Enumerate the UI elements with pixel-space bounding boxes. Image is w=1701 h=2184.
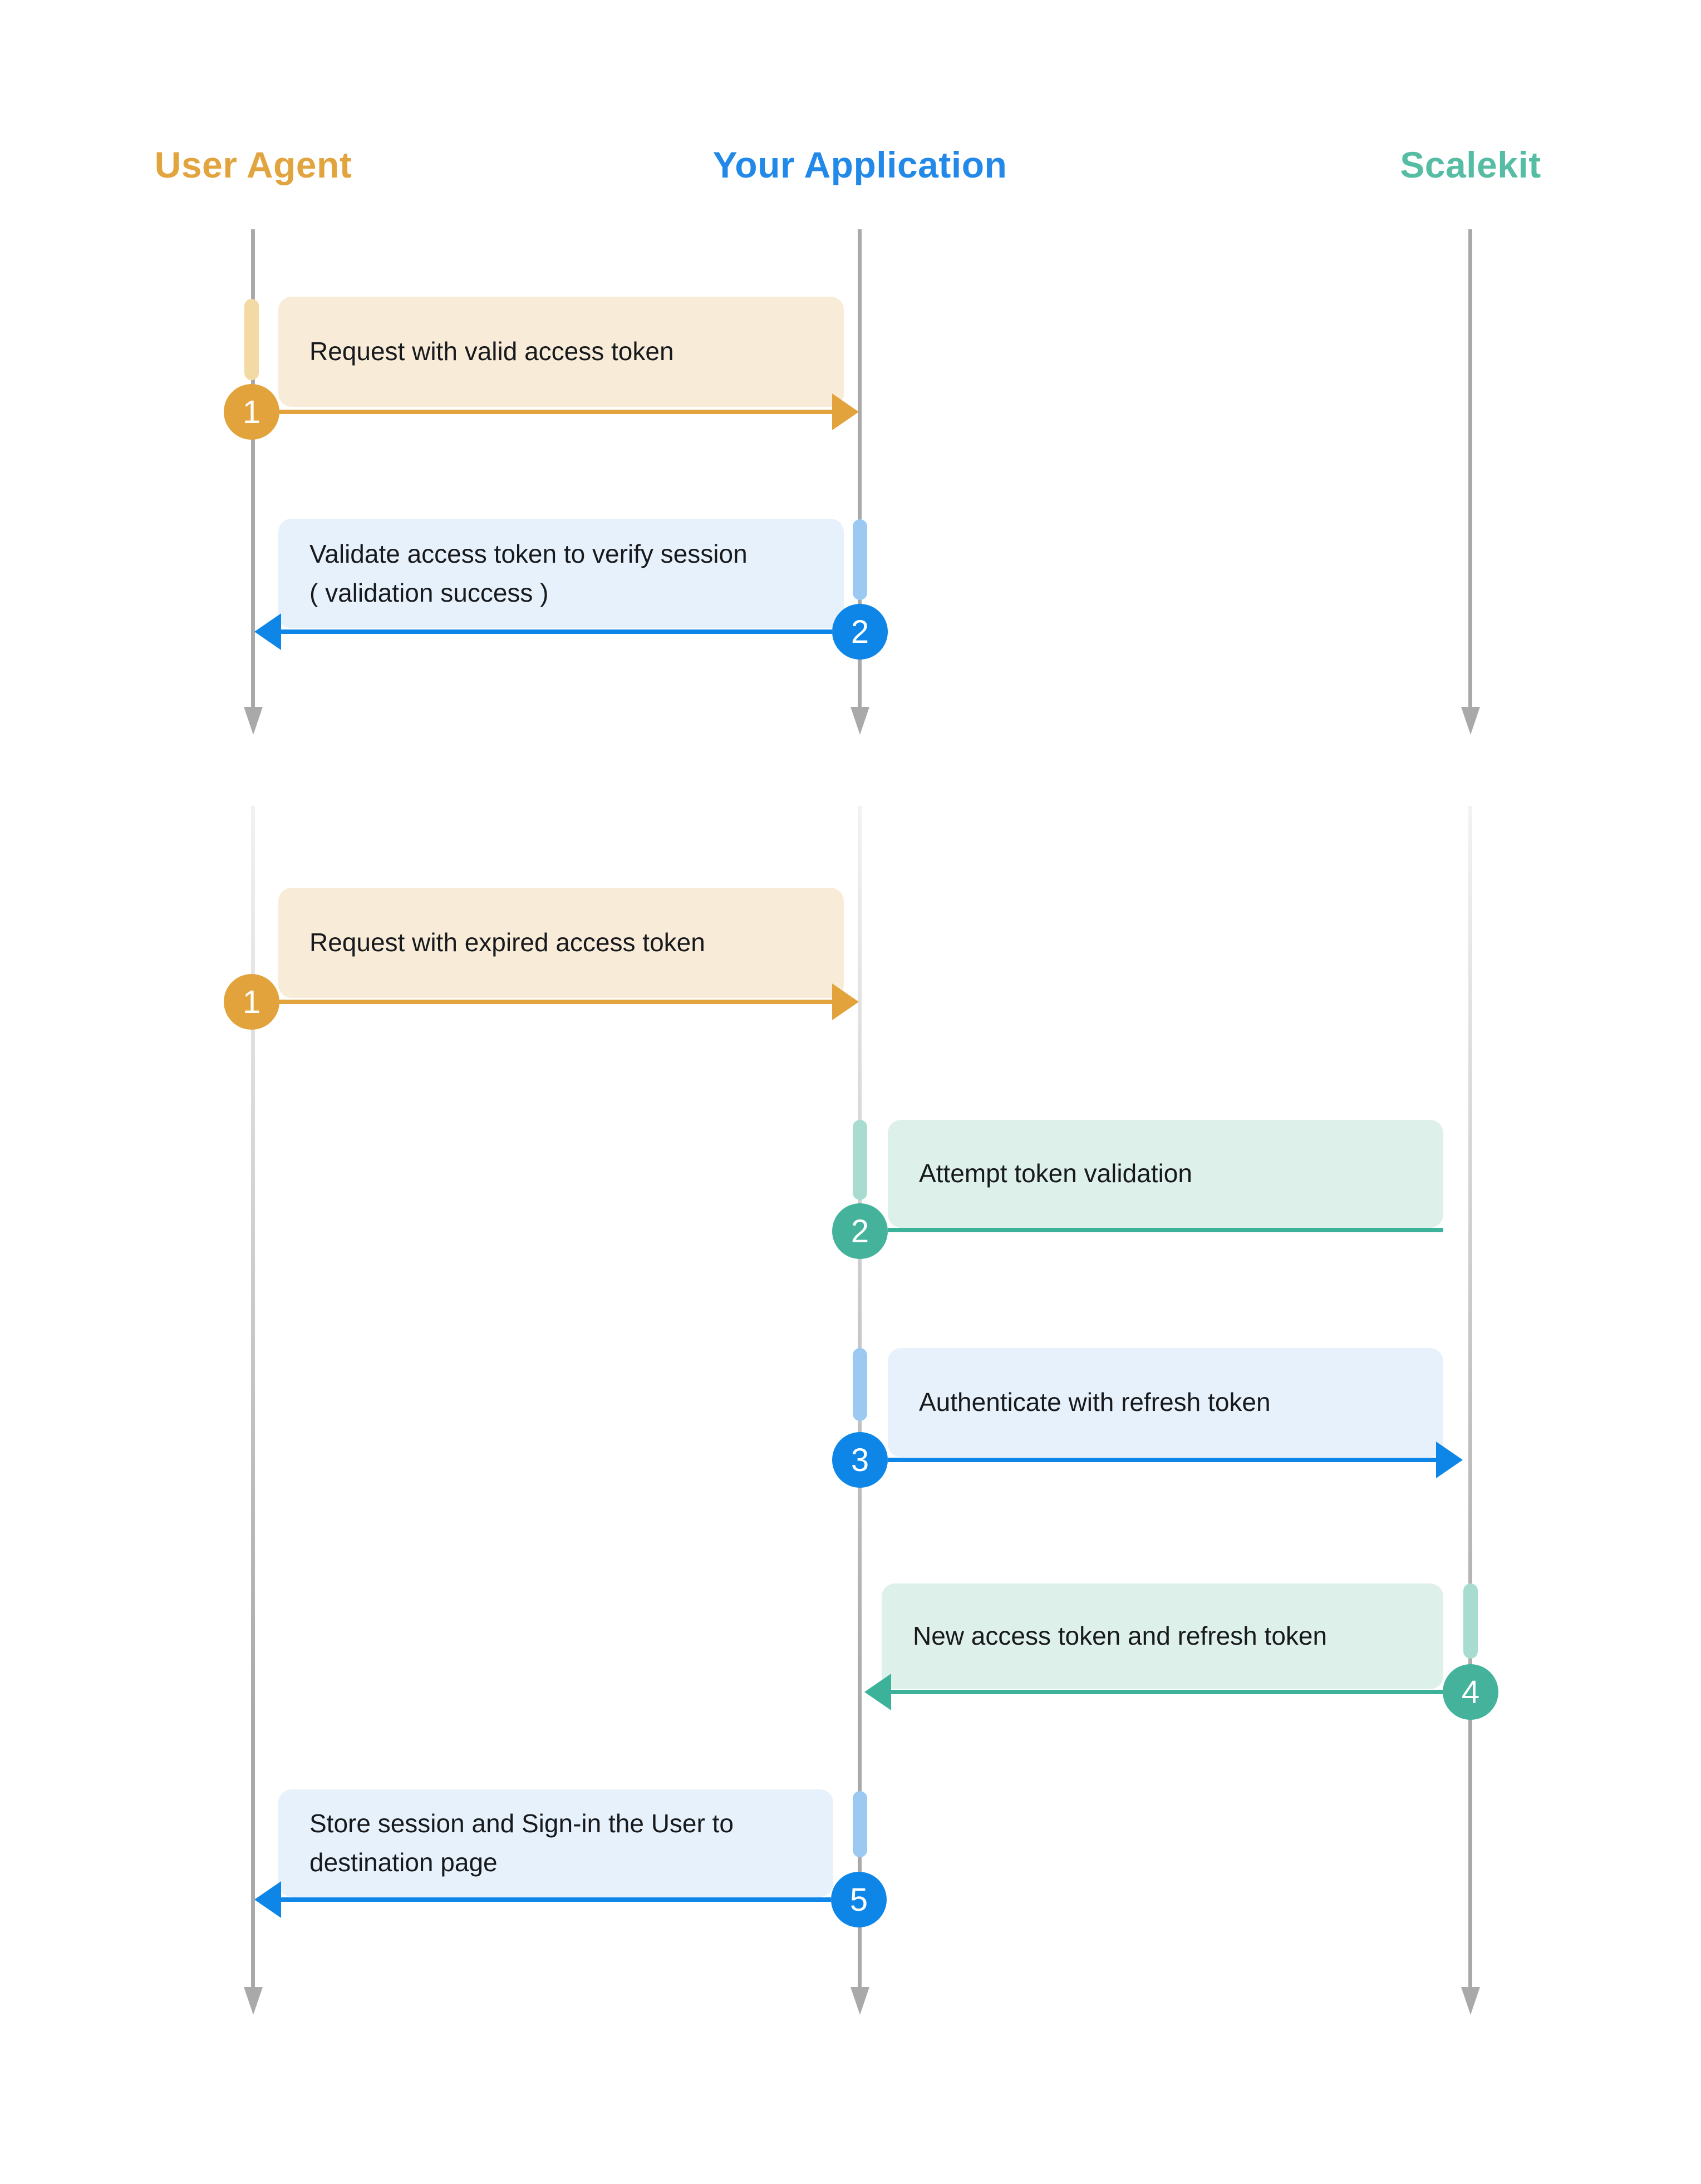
activation-bar-scalekit <box>1463 1583 1478 1659</box>
s2-step-5-badge: 5 <box>831 1872 887 1927</box>
s2-message-5-arrow <box>281 1897 831 1902</box>
s1-message-1-arrow <box>278 410 832 414</box>
s2-message-4-arrow <box>891 1690 1443 1694</box>
s1-message-2-text-line2: ( validation success ) <box>309 578 549 607</box>
activation-bar-user-agent <box>244 299 259 380</box>
s1-message-1-box: Request with valid access token <box>278 297 844 407</box>
lifeline-user-agent-section1 <box>251 229 255 707</box>
s2-message-2-self-line <box>888 1228 1443 1232</box>
activation-bar-your-application-blue2 <box>853 1791 867 1857</box>
s2-step-4-badge: 4 <box>1443 1664 1498 1720</box>
s1-message-1-text: Request with valid access token <box>309 337 674 366</box>
s2-step-3-badge: 3 <box>832 1432 888 1488</box>
s2-message-2-text: Attempt token validation <box>919 1159 1192 1188</box>
s2-message-1-text: Request with expired access token <box>309 928 705 957</box>
s2-message-5-text-line2: destination page <box>309 1847 498 1877</box>
lifeline-scalekit-section1 <box>1468 229 1472 707</box>
lifeline-scalekit-section2 <box>1468 806 1472 1987</box>
lifeline-user-agent-section2 <box>251 806 255 1987</box>
activation-bar-your-application-blue <box>853 1348 867 1421</box>
s2-message-3-arrow <box>888 1458 1436 1462</box>
s2-message-5-text-line1: Store session and Sign-in the User to <box>309 1808 734 1838</box>
s2-message-1-arrow <box>278 1000 832 1004</box>
actor-label-user-agent: User Agent <box>154 144 352 185</box>
lifeline-your-application-section1 <box>858 229 862 707</box>
s2-message-3-text: Authenticate with refresh token <box>919 1388 1271 1417</box>
s2-message-4-box: New access token and refresh token <box>882 1583 1443 1689</box>
s1-step-1-badge: 1 <box>224 384 279 440</box>
activation-bar-your-application-teal <box>853 1120 867 1200</box>
s2-message-2-box: Attempt token validation <box>888 1120 1443 1228</box>
s2-message-4-text: New access token and refresh token <box>913 1621 1328 1651</box>
actor-label-scalekit: Scalekit <box>1400 144 1541 185</box>
s2-step-1-badge: 1 <box>224 974 279 1030</box>
s2-message-3-box: Authenticate with refresh token <box>888 1348 1443 1457</box>
activation-bar-your-application-s1 <box>853 519 867 600</box>
s1-step-2-badge: 2 <box>832 604 888 660</box>
s2-message-5-box: Store session and Sign-in the User to de… <box>278 1789 833 1897</box>
actor-label-your-application: Your Application <box>712 144 1007 185</box>
s2-message-1-box: Request with expired access token <box>278 888 844 998</box>
s2-step-2-badge: 2 <box>832 1203 888 1259</box>
s1-message-2-arrow <box>281 629 832 634</box>
s1-message-2-text-line1: Validate access token to verify session <box>309 539 748 568</box>
s1-message-2-box: Validate access token to verify session … <box>278 519 844 628</box>
